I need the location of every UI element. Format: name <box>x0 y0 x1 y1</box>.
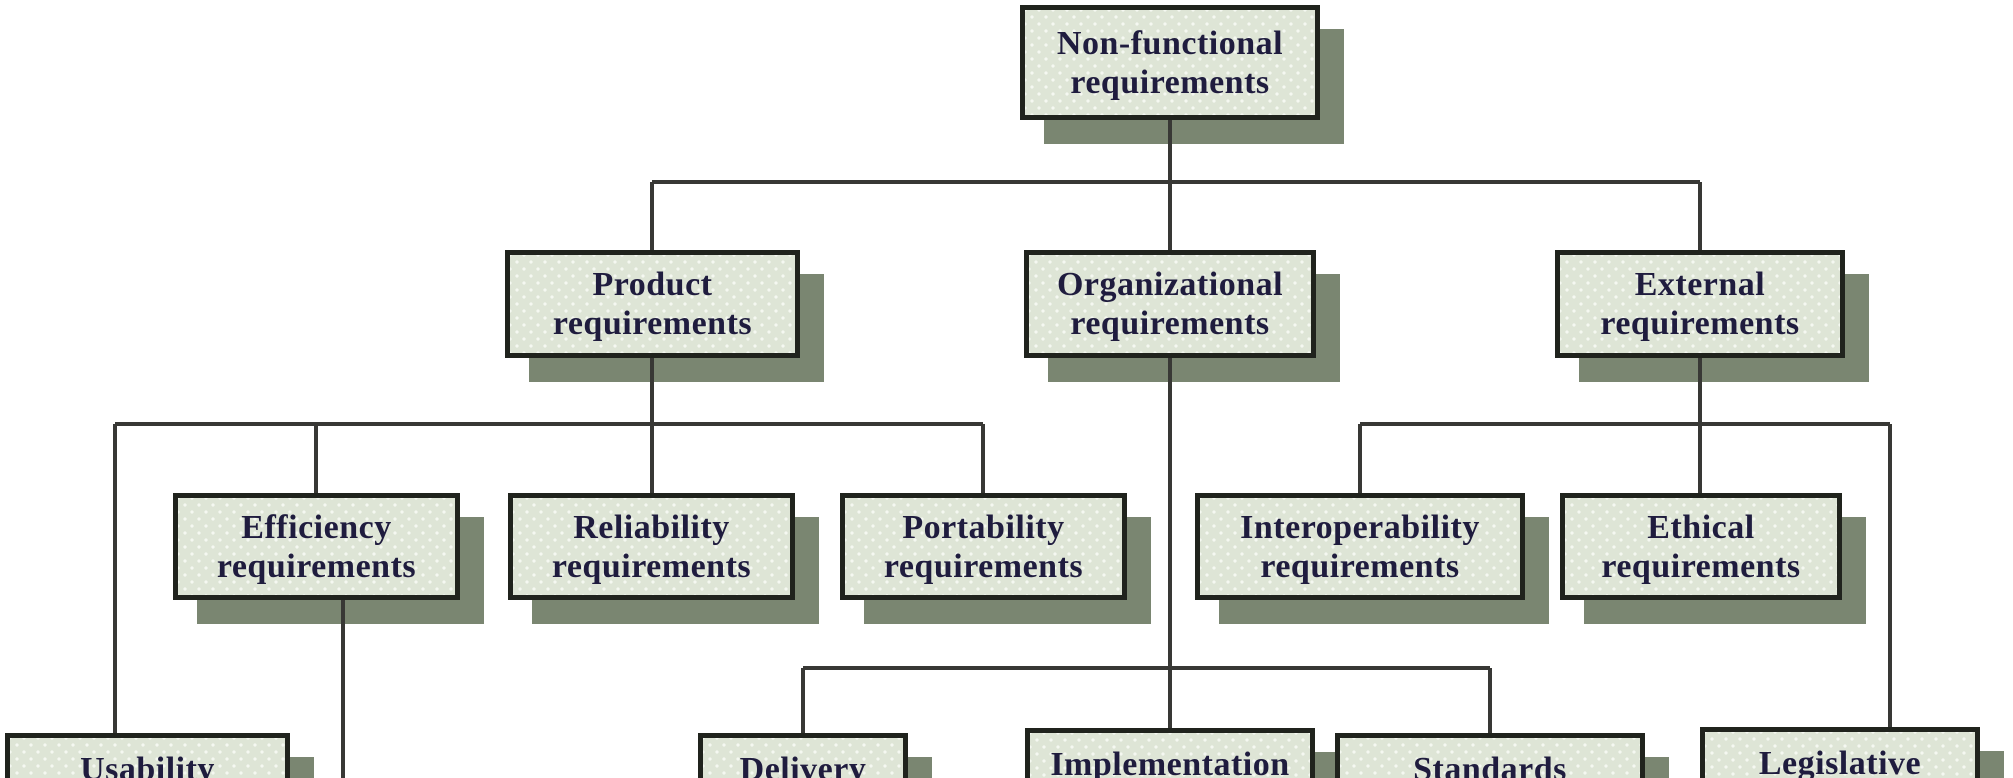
node-label-line: Usability <box>80 751 215 778</box>
connector-line <box>1698 182 1702 250</box>
node-legislative: Legislative <box>1700 727 1980 778</box>
connector-line <box>652 180 1700 184</box>
node-label-line: Implementation <box>1050 746 1290 778</box>
connector-line <box>1888 424 1892 727</box>
connector-line <box>113 424 117 733</box>
connector-line <box>1360 422 1890 426</box>
node-label-line: Reliability <box>573 508 730 546</box>
node-label-line: Standards <box>1413 751 1567 778</box>
node-label-line: requirements <box>551 547 752 585</box>
node-label-line: Efficiency <box>241 508 392 546</box>
connector-line <box>1488 668 1492 733</box>
connector-line <box>1358 424 1362 493</box>
node-label-line: External <box>1634 266 1766 303</box>
node-label-line: Portability <box>902 508 1065 546</box>
node-label-line: requirements <box>216 547 417 585</box>
connector-line <box>115 422 983 426</box>
node-label-line: Delivery <box>739 751 867 778</box>
connector-line <box>650 182 654 250</box>
node-label-line: Product <box>592 266 713 303</box>
node-label-line: requirements <box>1601 547 1801 585</box>
node-label-line: requirements <box>1070 305 1270 342</box>
node-label-line: Organizational <box>1056 266 1284 303</box>
node-label-line: Legislative <box>1758 745 1922 778</box>
connector-line <box>1168 358 1172 728</box>
node-label-line: requirements <box>1260 547 1460 585</box>
node-label-line: requirements <box>552 305 753 342</box>
node-standards: Standards <box>1335 733 1645 778</box>
connector-line <box>341 600 345 778</box>
node-label-line: requirements <box>883 547 1084 585</box>
node-implementation: Implementation <box>1025 728 1315 778</box>
node-label-line: Ethical <box>1647 508 1755 546</box>
connector-line <box>803 666 1490 670</box>
connector-line <box>314 424 318 493</box>
connector-line <box>801 668 805 733</box>
node-label-line: Interoperability <box>1240 508 1480 546</box>
node-usability: Usability <box>5 733 290 778</box>
connector-line <box>981 424 985 493</box>
node-label-line: requirements <box>1600 305 1800 342</box>
node-label-line: requirements <box>1070 63 1270 101</box>
connector-line <box>1168 120 1172 250</box>
node-label-line: Non-functional <box>1056 24 1284 62</box>
node-delivery: Delivery <box>698 733 908 778</box>
